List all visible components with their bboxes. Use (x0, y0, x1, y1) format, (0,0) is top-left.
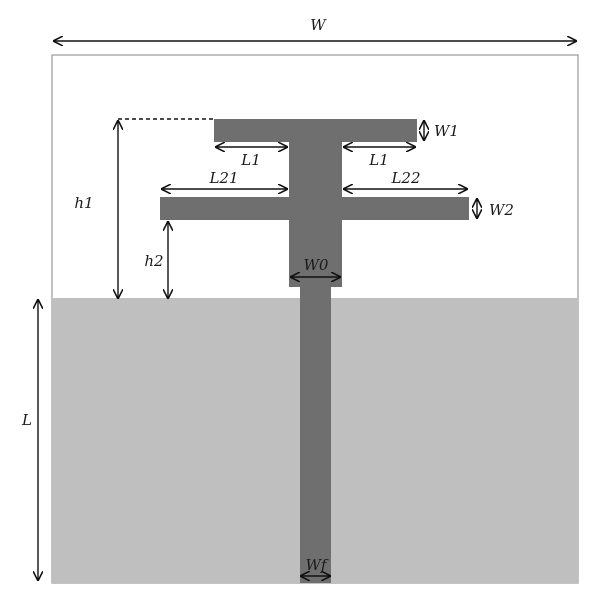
w2-label: W2 (489, 201, 514, 219)
wf-label: Wf (306, 556, 329, 574)
h1-label: h1 (74, 194, 93, 212)
radiator-patch (160, 119, 469, 583)
l1-right-label: L1 (368, 151, 389, 169)
w-label: W (310, 16, 327, 34)
l21-label: L21 (208, 169, 238, 187)
w1-label: W1 (434, 122, 459, 140)
w0-label: W0 (304, 256, 329, 274)
l22-label: L22 (390, 169, 420, 187)
h2-label: h2 (144, 252, 163, 270)
l1-left-label: L1 (240, 151, 261, 169)
l-label: L (21, 411, 32, 429)
feed-line (300, 287, 331, 583)
center-stem (289, 119, 342, 287)
